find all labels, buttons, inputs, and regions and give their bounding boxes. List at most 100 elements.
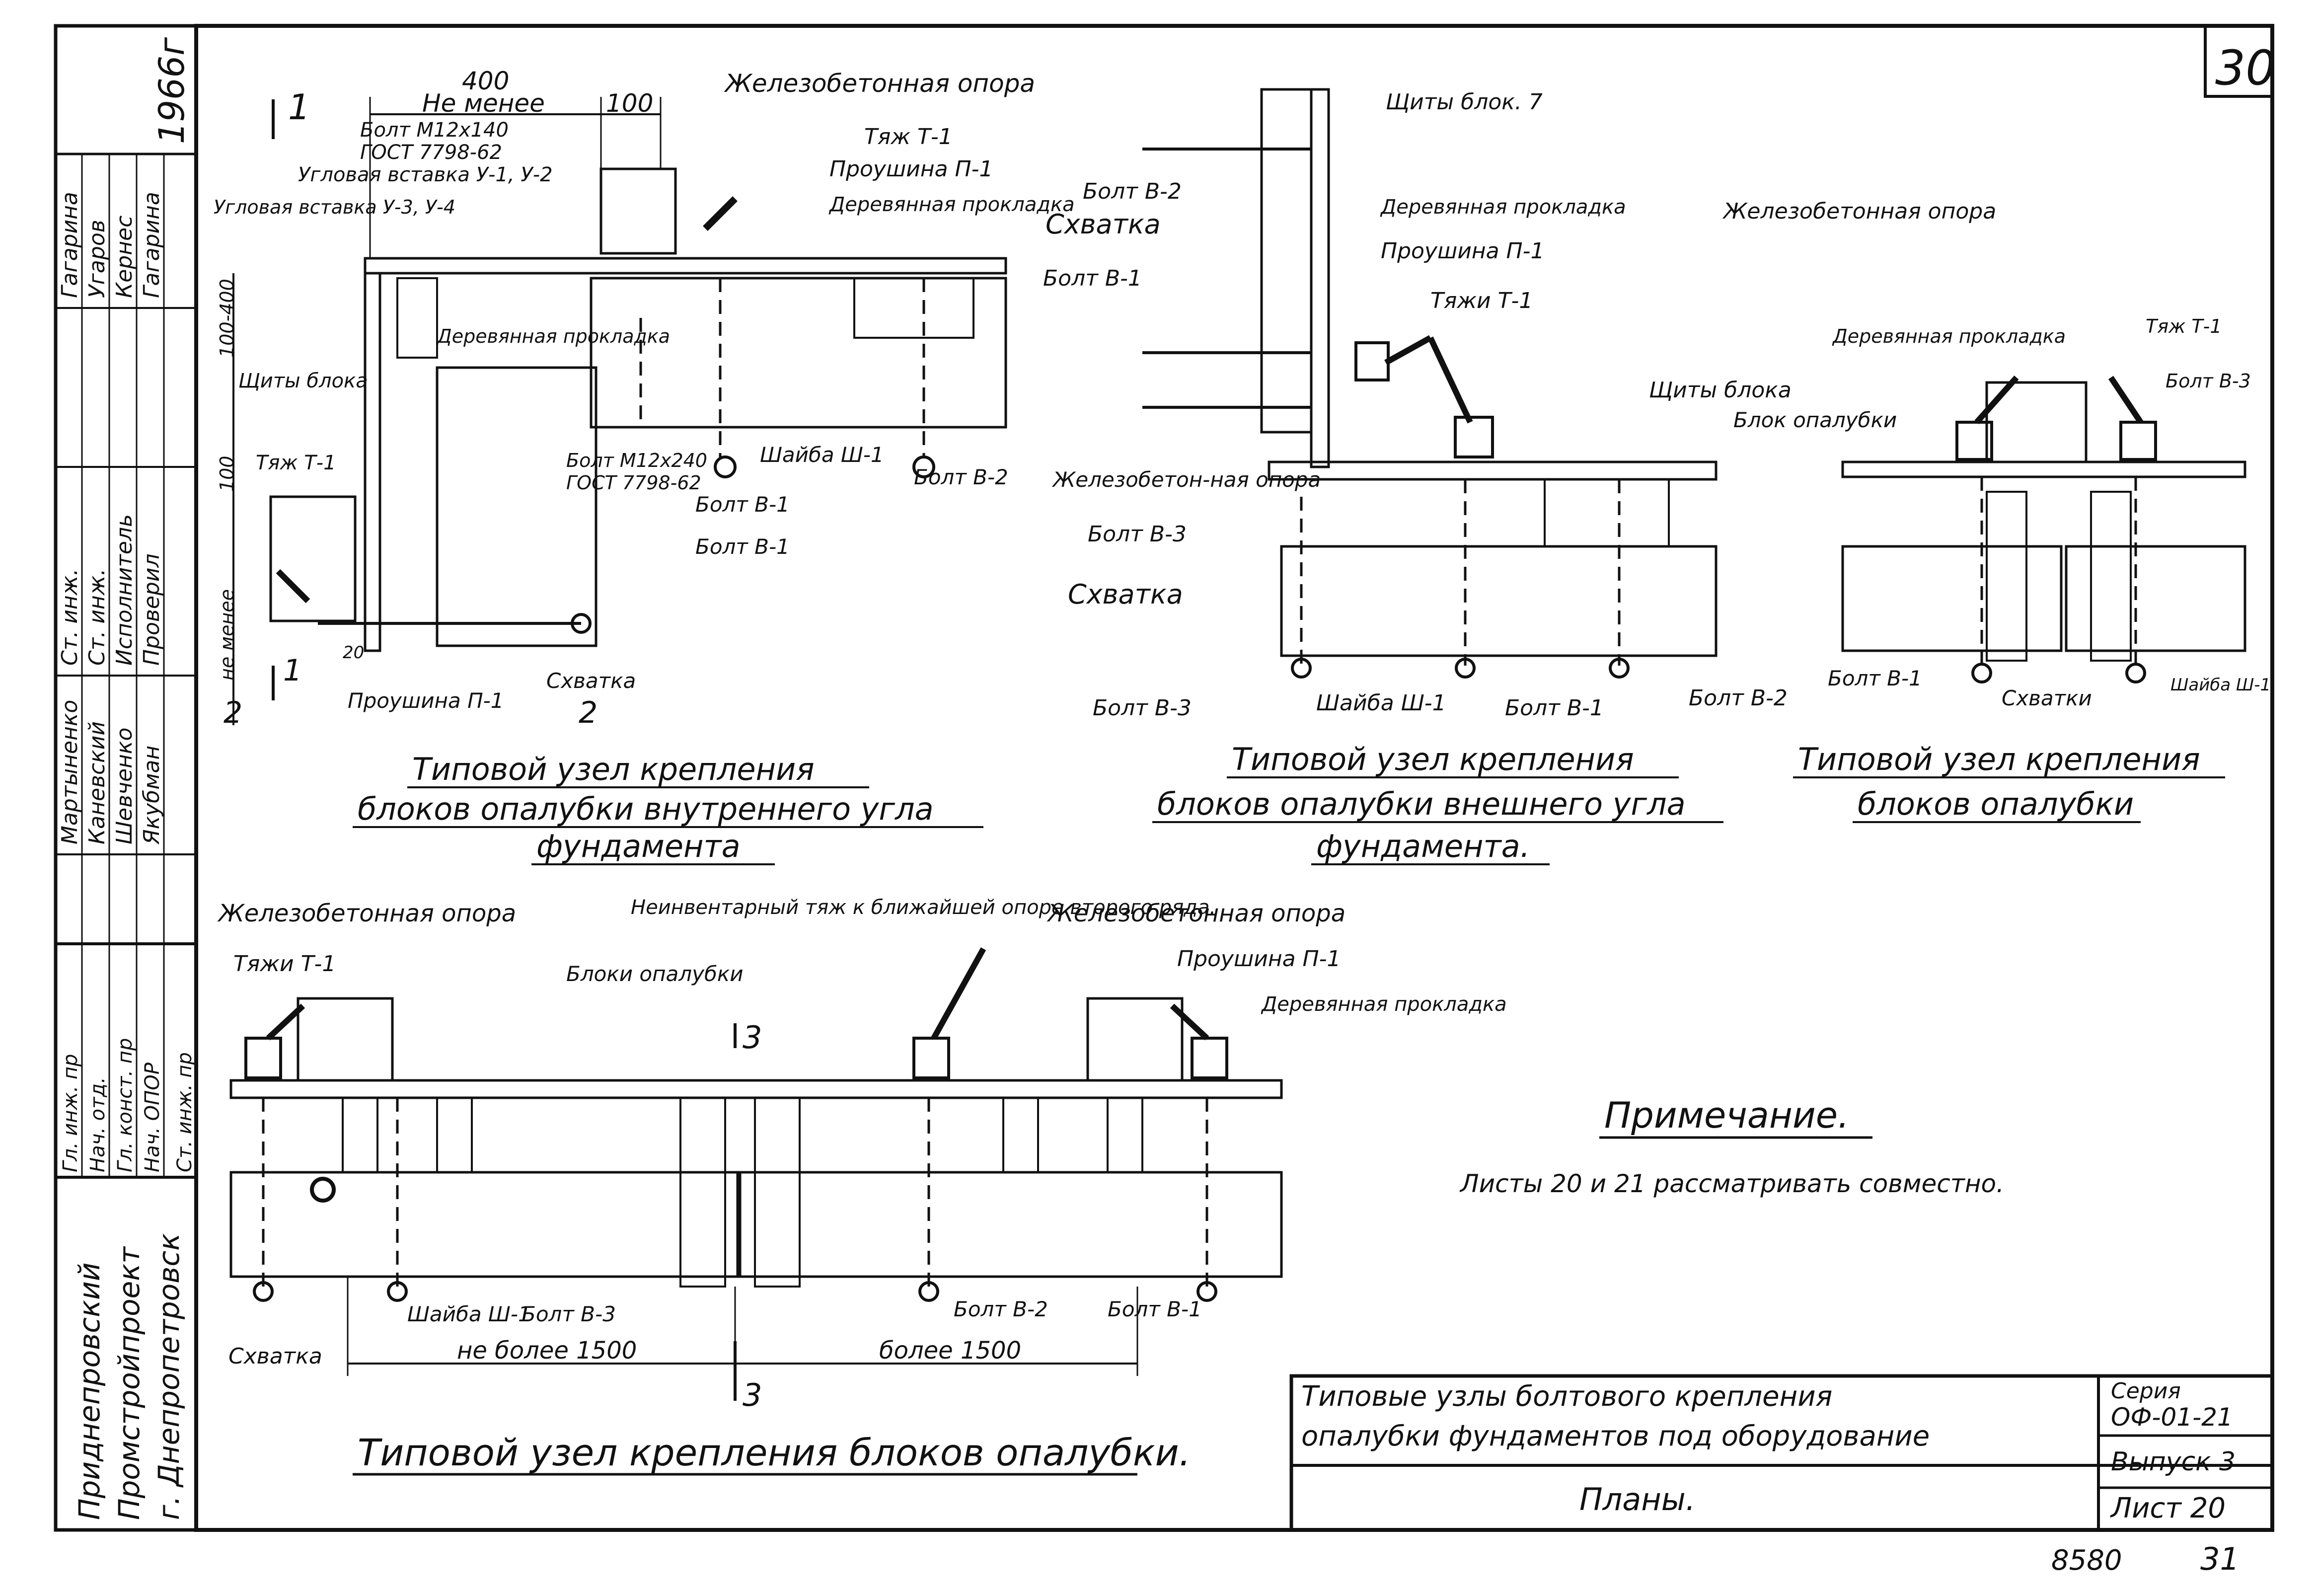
label-wood-pad-4: Деревянная прокладка: [1832, 325, 2066, 347]
label-nonstd-tie: Неинвентарный тяж к ближайшей опоре втор…: [631, 896, 1216, 919]
label-bolt-b3-2: Болт В-3: [1093, 695, 1192, 721]
role-3: Нач. ОПОР: [141, 1062, 164, 1172]
title-block: [1289, 1374, 2274, 1532]
label-clamp-1: Схватка: [546, 669, 636, 693]
title-subtitle: Планы.: [1579, 1481, 1695, 1518]
detail-long-plan: [229, 947, 1283, 1401]
label-washer-sh1-1: Шайба Ш-1: [760, 443, 884, 467]
caption-inner-corner-2: блоков опалубки внутреннего угла: [358, 791, 934, 827]
role-8: Проверил: [139, 553, 164, 666]
year: 1966г: [151, 37, 192, 144]
caption-inner-corner-1: Типовой узел крепления: [412, 751, 815, 787]
notes-heading: Примечание.: [1604, 1094, 1849, 1136]
label-lug-p1-1: Проушина П-1: [829, 156, 993, 182]
label-dim-100: 100: [216, 456, 238, 492]
side-block: 1966г Гл. инж. пр Нач. отд. Гл. конст. п…: [54, 24, 198, 1532]
detail-outer-corner: [1142, 88, 1718, 679]
label-section-1b: 1: [283, 653, 302, 688]
label-rc-support-3: Железобетонная опора: [1722, 199, 1996, 224]
label-washer-sh1-4: Шайба Ш-1: [407, 1302, 531, 1326]
role-7: Исполнитель: [112, 514, 137, 666]
label-bolt-b1-2: Болт В-1: [695, 534, 790, 559]
bottom-left-number: 8580: [2051, 1544, 2122, 1577]
label-rc-support-4: Железобетонная опора: [217, 900, 516, 927]
label-bolt-b1-1: Болт В-1: [695, 492, 790, 517]
label-formwork-blocks: Блоки опалубки: [566, 962, 744, 986]
title-line-2: опалубки фундаментов под оборудование: [1301, 1420, 1930, 1452]
label-dim-20-1: 20: [343, 643, 364, 663]
bottom-right-number: 31: [2200, 1541, 2240, 1577]
label-bolt-b2-1: Болт В-2: [914, 465, 1008, 489]
detail-block-joint: [1841, 376, 2246, 684]
d1-100: 100: [606, 89, 653, 118]
label-clamps: Схватки: [2002, 686, 2092, 710]
label-washer-sh1-2: Шайба Ш-1: [1316, 690, 1446, 716]
role-1: Нач. отд.: [86, 1077, 109, 1172]
title-line-1: Типовые узлы болтового крепления: [1301, 1380, 1832, 1413]
role-2: Гл. конст. пр: [114, 1038, 137, 1172]
name-7: Гагарина: [139, 192, 164, 298]
org-1: Промстройпроект: [112, 1246, 146, 1520]
label-rc-support-1: Железобетонная опора: [724, 69, 1035, 98]
label-tie-t1-5: Тяжи Т-1: [233, 951, 336, 977]
label-corner-insert-u34: Угловая вставка У-3, У-4: [214, 196, 455, 218]
label-section-3a: 3: [743, 1019, 762, 1056]
label-bolt-b3-1: Болт В-3: [1088, 522, 1187, 547]
label-dim-more-1500: более 1500: [879, 1337, 1021, 1365]
role-4: Ст. инж. пр: [173, 1052, 196, 1172]
caption-outer-corner-2: блоков опалубки внешнего угла: [1157, 786, 1686, 822]
label-bolt-b1-4: Болт В-1: [1505, 695, 1604, 721]
name-2: Шевченко: [112, 728, 137, 844]
d1-top: 400: [462, 67, 509, 95]
label-section-2b: 2: [579, 695, 598, 730]
label-bolt-m12x140: Болт М12х140: [360, 119, 509, 142]
label-bolt-b2-3: Болт В-2: [1689, 685, 1788, 711]
name-5: Угаров: [84, 220, 110, 298]
label-panels-block-1: Щиты блока: [238, 370, 368, 392]
series-label: Серия: [2111, 1378, 2181, 1404]
label-gost: ГОСТ 7798-62: [360, 141, 502, 164]
label-rc-support-5: Железобетонная опора: [1046, 900, 1345, 927]
label-gost-2: ГОСТ 7798-62: [566, 472, 701, 494]
org-2: г. Днепропетровск: [152, 1233, 186, 1520]
label-bolt-m12x240: Болт М12х240: [566, 450, 707, 471]
role-5: Ст. инж.: [57, 569, 82, 666]
label-bolt-b2-2: Болт В-2: [1083, 179, 1182, 204]
corner-number-box: [2204, 24, 2274, 98]
label-tie-t1-2: Тяж Т-1: [256, 452, 336, 474]
label-section-3b: 3: [743, 1377, 762, 1413]
issue: Выпуск 3: [2111, 1447, 2236, 1477]
corner-number: 30: [2215, 40, 2276, 96]
role-6: Ст. инж.: [84, 569, 110, 666]
caption-block-joint-1: Типовой узел крепления: [1798, 741, 2200, 777]
label-tie-t1-3: Тяжи Т-1: [1430, 288, 1533, 313]
label-bolt-b1-6: Болт В-1: [1108, 1297, 1202, 1321]
label-wood-pad-5: Деревянная прокладка: [1261, 993, 1507, 1016]
label-clamp-3: Схватка: [1068, 579, 1183, 610]
label-bolt-b2-4: Болт В-2: [954, 1297, 1048, 1321]
caption-outer-corner-3: фундамента.: [1316, 828, 1530, 864]
series-value: ОФ-01-21: [2111, 1403, 2233, 1432]
caption-block-joint-2: блоков опалубки: [1858, 786, 2134, 822]
label-lug-p1-4: Проушина П-1: [1177, 946, 1341, 972]
label-clamp-4: Схватка: [228, 1344, 322, 1369]
label-wood-pad-3: Деревянная прокладка: [1380, 196, 1626, 219]
caption-outer-corner-1: Типовой узел крепления: [1232, 741, 1634, 777]
name-3: Якубман: [139, 746, 164, 845]
role-0: Гл. инж. пр: [59, 1054, 82, 1172]
label-formwork-block: Блок опалубки: [1733, 408, 1897, 432]
caption-inner-corner-3: фундамента: [536, 828, 741, 864]
label-lug-p1-3: Проушина П-1: [1381, 238, 1545, 264]
label-bolt-b1-3: Болт В-1: [1043, 266, 1142, 291]
label-clamp-2: Схватка: [1046, 209, 1161, 240]
label-wood-pad-2: Деревянная прокладка: [436, 325, 670, 347]
label-dim-100-400: 100-400: [216, 279, 238, 358]
label-rc-support-2: Железобетон-ная опора: [1051, 467, 1321, 492]
label-wood-pad-1: Деревянная прокладка: [828, 193, 1075, 216]
name-6: Кернес: [112, 216, 137, 298]
notes-text: Листы 20 и 21 рассматривать совместно.: [1459, 1169, 2004, 1198]
label-panels-block-2: Щиты блока: [1649, 378, 1792, 403]
sheet-number: Лист 20: [2110, 1492, 2226, 1524]
detail-inner-corner: [232, 97, 1007, 725]
